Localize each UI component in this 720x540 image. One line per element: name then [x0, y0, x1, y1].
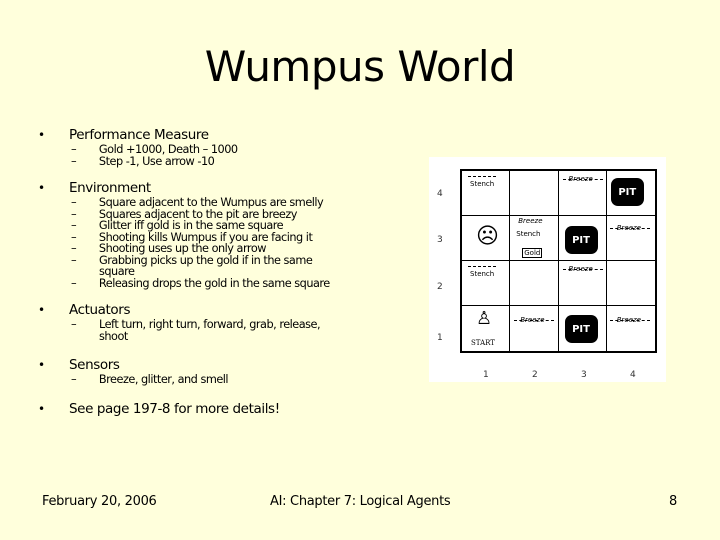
sub-item: –Step -1, Use arrow -10 [71, 154, 215, 168]
breeze-label: Breeze [518, 217, 543, 225]
pit-icon: PIT [610, 178, 644, 206]
breeze-label: Breeze [568, 175, 593, 183]
bullet-see-page: • See page 197-8 for more details! [38, 400, 280, 417]
footer-course: AI: Chapter 7: Logical Agents [270, 494, 451, 509]
sub-item: –Shooting uses up the only arrow [71, 242, 266, 255]
cell-3-1: PIT [559, 306, 607, 351]
breeze-label: Breeze [616, 224, 642, 232]
sub-item: –Square adjacent to the Wumpus are smell… [71, 196, 324, 209]
sub-item: –Releasing drops the gold in the same sq… [71, 276, 330, 290]
cell-2-3: Breeze Stench Gold [510, 216, 559, 261]
footer-page-number: 8 [669, 494, 677, 509]
stench-label: Stench [516, 230, 541, 238]
sub-item: –Squares adjacent to the pit are breezy [71, 207, 298, 221]
cell-4-1: Breeze [607, 306, 655, 351]
cell-1-1: ♙ START [462, 306, 511, 351]
gold-label: Gold [522, 248, 543, 258]
start-label: START [471, 339, 495, 347]
bullet-environment: • Environment [38, 180, 151, 196]
sub-item: –Breeze, glitter, and smell [71, 373, 229, 386]
agent-icon: ♙ [476, 308, 493, 329]
breeze-label: Breeze [520, 316, 545, 324]
sub-item: –Left turn, right turn, forward, grab, r… [71, 318, 321, 343]
stench-label: Stench [470, 180, 495, 188]
wumpus-grid: Stench Breeze PIT ☹ Breeze Stench Gold P… [460, 169, 657, 353]
cell-4-3: Breeze [606, 216, 655, 261]
bullet-icon: • [38, 358, 45, 372]
stench-label: Stench [470, 270, 495, 278]
bullet-icon: • [38, 128, 45, 142]
cell-1-4: Stench [462, 171, 511, 216]
cell-3-3: PIT [558, 216, 607, 261]
cell-2-1: Breeze [510, 306, 559, 351]
bullet-sensors: • Sensors [38, 357, 120, 373]
bullet-performance: • Performance Measure [38, 127, 209, 143]
cell-2-4 [510, 171, 559, 216]
bullet-list: • Performance Measure –Gold +1000, Death… [38, 126, 368, 418]
bullet-icon: • [38, 303, 45, 317]
cell-1-3: ☹ [462, 216, 511, 261]
bullet-icon: • [38, 401, 45, 416]
wumpus-icon: ☹ [476, 224, 499, 249]
pit-icon: PIT [564, 315, 598, 343]
footer-date: February 20, 2006 [42, 494, 157, 509]
sub-item: –Glitter iff gold is in the same square [71, 219, 284, 232]
cell-3-4: Breeze [558, 171, 607, 216]
wumpus-world-figure: 4 3 2 1 Stench Breeze PIT ☹ Breeze Stenc… [429, 157, 666, 382]
cell-1-2: Stench [462, 261, 511, 306]
cell-4-4: PIT [606, 171, 655, 216]
pit-icon: PIT [564, 226, 598, 254]
sub-item: –Shooting kills Wumpus if you are facing… [71, 230, 313, 244]
sub-item: –Grabbing picks up the gold if in the sa… [71, 253, 313, 278]
cell-3-2: Breeze [558, 261, 607, 306]
sub-item: –Gold +1000, Death – 1000 [71, 143, 238, 156]
bullet-icon: • [38, 181, 45, 195]
slide-title: Wumpus World [204, 42, 516, 91]
bullet-actuators: • Actuators [38, 302, 131, 318]
cell-4-2 [606, 261, 655, 306]
breeze-label: Breeze [568, 265, 593, 273]
cell-2-2 [510, 261, 559, 306]
breeze-label: Breeze [616, 316, 642, 324]
